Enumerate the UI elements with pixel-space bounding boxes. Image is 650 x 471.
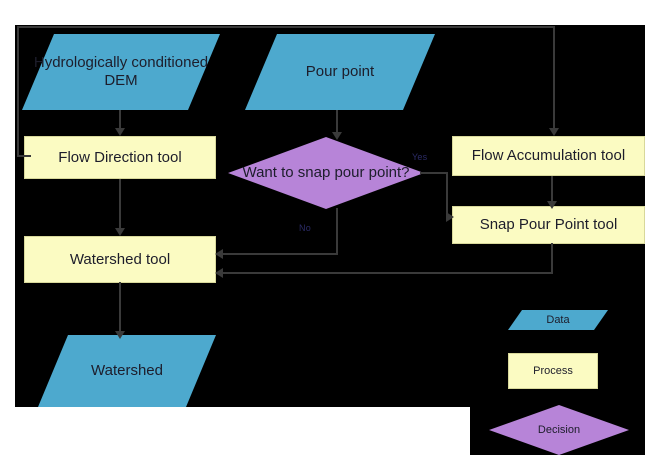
connector-to-flow-accumulation bbox=[553, 26, 555, 131]
arrowhead-flowaccum-to-snap bbox=[547, 201, 557, 209]
legend-item-decision: Decision bbox=[489, 405, 629, 455]
arrowhead-to-flow-accumulation bbox=[549, 128, 559, 136]
node-flow-accumulation-tool[interactable]: Flow Accumulation tool bbox=[452, 136, 645, 176]
node-label: Watershed bbox=[91, 362, 163, 380]
node-label: Pour point bbox=[305, 63, 375, 81]
legend-item-data: Data bbox=[508, 310, 608, 330]
legend-item-process: Process bbox=[508, 353, 598, 389]
parallelogram-shape bbox=[22, 34, 220, 110]
connector-pourpoint-to-decision bbox=[336, 110, 338, 136]
parallelogram-shape bbox=[245, 34, 435, 110]
node-watershed[interactable]: Watershed bbox=[38, 335, 216, 407]
connector-snap-to-watershedtool-left bbox=[218, 272, 553, 274]
connector-dem-to-flowdirection bbox=[119, 110, 121, 132]
connector-watershedtool-to-watershed bbox=[119, 282, 121, 334]
legend-label: Decision bbox=[537, 424, 581, 436]
node-watershed-tool[interactable]: Watershed tool bbox=[24, 236, 216, 283]
node-flow-direction-tool[interactable]: Flow Direction tool bbox=[24, 136, 216, 179]
arrowhead-flowdirection-to-watershedtool bbox=[115, 228, 125, 236]
node-label: Snap Pour Point tool bbox=[479, 216, 618, 234]
node-label: Flow Accumulation tool bbox=[471, 147, 626, 165]
arrowhead-watershedtool-to-watershed bbox=[115, 331, 125, 339]
connector-snap-to-watershedtool-down bbox=[551, 243, 553, 274]
connector-topleft-into-flowdirection bbox=[17, 155, 31, 157]
connector-flowaccum-to-snap bbox=[551, 176, 553, 204]
legend-label: Data bbox=[546, 314, 570, 326]
arrowhead-decision-no-to-watershedtool bbox=[215, 249, 223, 259]
edge-label-no: No bbox=[299, 223, 311, 233]
diamond-shape bbox=[489, 405, 629, 455]
connector-toprail-left-drop bbox=[17, 26, 19, 156]
arrowhead-pourpoint-to-decision bbox=[332, 132, 342, 140]
node-label: Hydrologically conditioned DEM bbox=[33, 54, 209, 89]
connector-toprail bbox=[17, 26, 555, 28]
parallelogram-shape bbox=[38, 335, 216, 407]
diamond-shape bbox=[228, 137, 424, 209]
node-label: Watershed tool bbox=[69, 250, 171, 268]
node-pour-point[interactable]: Pour point bbox=[245, 34, 435, 110]
edge-label-yes: Yes bbox=[412, 152, 428, 162]
connector-decision-yes-down bbox=[446, 172, 448, 218]
connector-decision-no-left bbox=[218, 253, 338, 255]
connector-decision-no-down bbox=[336, 208, 338, 254]
node-label: Flow Direction tool bbox=[58, 148, 182, 166]
connector-flowdirection-to-watershedtool bbox=[119, 179, 121, 231]
legend-label: Process bbox=[533, 365, 573, 377]
node-snap-pour-point-tool[interactable]: Snap Pour Point tool bbox=[452, 206, 645, 244]
arrowhead-snap-to-watershedtool bbox=[215, 268, 223, 278]
arrowhead-dem-to-flowdirection bbox=[115, 128, 125, 136]
arrowhead-decision-yes-to-snap bbox=[446, 212, 454, 222]
node-hydrologically-conditioned-dem[interactable]: Hydrologically conditioned DEM bbox=[22, 34, 220, 110]
node-label: Want to snap pour point? bbox=[242, 164, 410, 182]
parallelogram-shape bbox=[508, 310, 608, 330]
node-want-to-snap-pour-point[interactable]: Want to snap pour point? bbox=[228, 137, 424, 209]
connector-decision-yes-right bbox=[420, 172, 448, 174]
